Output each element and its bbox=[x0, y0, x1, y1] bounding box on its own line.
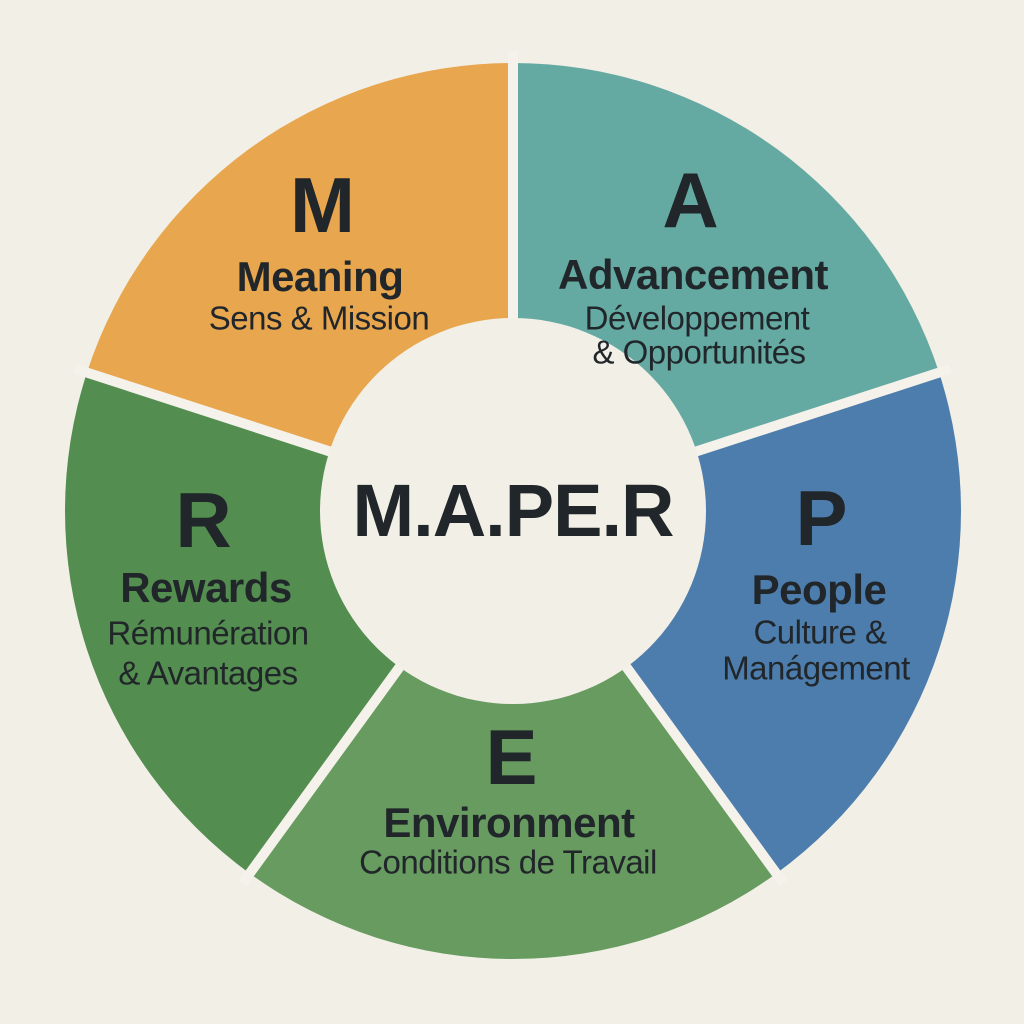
segment-environment-subtitle: Conditions de Travail bbox=[359, 843, 657, 881]
segment-environment-wedge bbox=[249, 511, 777, 960]
donut-hole bbox=[320, 318, 706, 704]
segment-meaning-title: Meaning bbox=[236, 253, 404, 300]
segment-rewards-title: Rewards bbox=[120, 564, 292, 611]
segment-advancement-title: Advancement bbox=[558, 251, 828, 298]
segment-environment-letter: E bbox=[485, 713, 537, 801]
segment-meaning-letter: M bbox=[290, 161, 355, 249]
segment-people-subtitle-line2: Manágement bbox=[722, 649, 910, 687]
segment-environment-title: Environment bbox=[383, 799, 635, 846]
segment-advancement-subtitle-line1: Développement bbox=[584, 299, 810, 337]
segment-meaning-subtitle: Sens & Mission bbox=[208, 299, 430, 337]
segment-advancement-letter: A bbox=[662, 156, 718, 244]
segment-people-subtitle-line1: Culture & bbox=[753, 613, 887, 651]
segment-people-letter: P bbox=[795, 474, 847, 562]
segment-rewards-subtitle-line2: & Avantages bbox=[118, 654, 298, 692]
segment-people-title: People bbox=[751, 566, 887, 613]
segment-rewards-subtitle-line1: Rémunération bbox=[107, 614, 309, 652]
segment-rewards-letter: R bbox=[175, 476, 231, 564]
segment-advancement-subtitle-line2: & Opportunités bbox=[592, 333, 806, 371]
center-acronym-label: M.A.PE.R bbox=[352, 469, 675, 552]
